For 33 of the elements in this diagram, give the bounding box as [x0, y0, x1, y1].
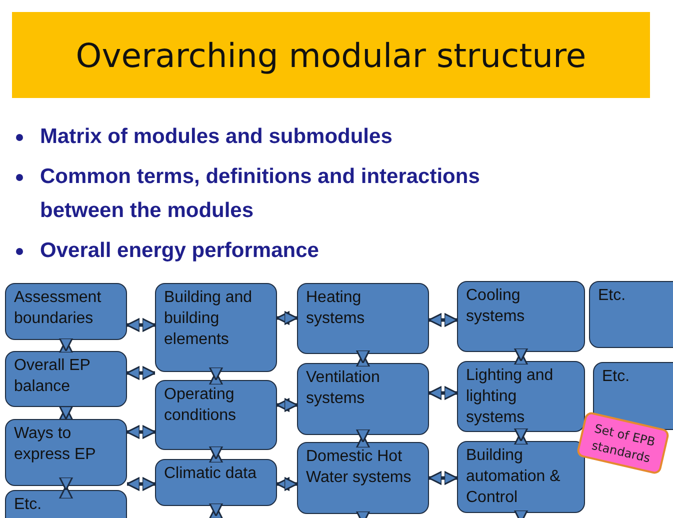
- module-box: [5, 283, 127, 340]
- module-box: [155, 283, 277, 372]
- box-label: Cooling systems: [466, 286, 526, 327]
- box-label: Etc.: [14, 495, 43, 515]
- box-label: Ventilation systems: [306, 368, 381, 409]
- module-box: [297, 283, 429, 354]
- bullet-text: Common terms, definitions and interactions between the modules: [40, 164, 481, 224]
- module-box: [5, 351, 127, 407]
- box-label: Climatic data: [164, 464, 258, 484]
- module-box: [589, 281, 673, 348]
- module-box: [457, 441, 585, 513]
- box-label: Operating conditions: [164, 385, 238, 426]
- box-label: Etc.: [598, 286, 627, 306]
- module-box: [457, 361, 585, 432]
- bullet-text: Matrix of modules and submodules: [40, 124, 394, 150]
- module-box: [155, 380, 277, 450]
- module-box: [297, 363, 429, 435]
- box-label: Overall EP balance: [14, 356, 92, 397]
- slide-title: Overarching modular structure: [12, 12, 650, 98]
- bullet-text: Overall energy performance: [40, 238, 320, 264]
- box-label: Domestic Hot Water systems: [306, 447, 412, 488]
- box-label: Set of EPB standards: [589, 420, 658, 468]
- module-box: [5, 419, 127, 486]
- module-box: [457, 281, 585, 352]
- box-label: Lighting and lighting systems: [466, 366, 554, 428]
- box-label: Etc.: [602, 367, 631, 387]
- box-label: Assessment boundaries: [14, 288, 102, 329]
- box-label: Building and building elements: [164, 288, 254, 350]
- module-box: [155, 459, 277, 506]
- box-label: Heating systems: [306, 288, 366, 329]
- box-label: Building automation & Control: [466, 446, 562, 508]
- box-label: Ways to express EP: [14, 424, 97, 465]
- module-box: [297, 442, 429, 514]
